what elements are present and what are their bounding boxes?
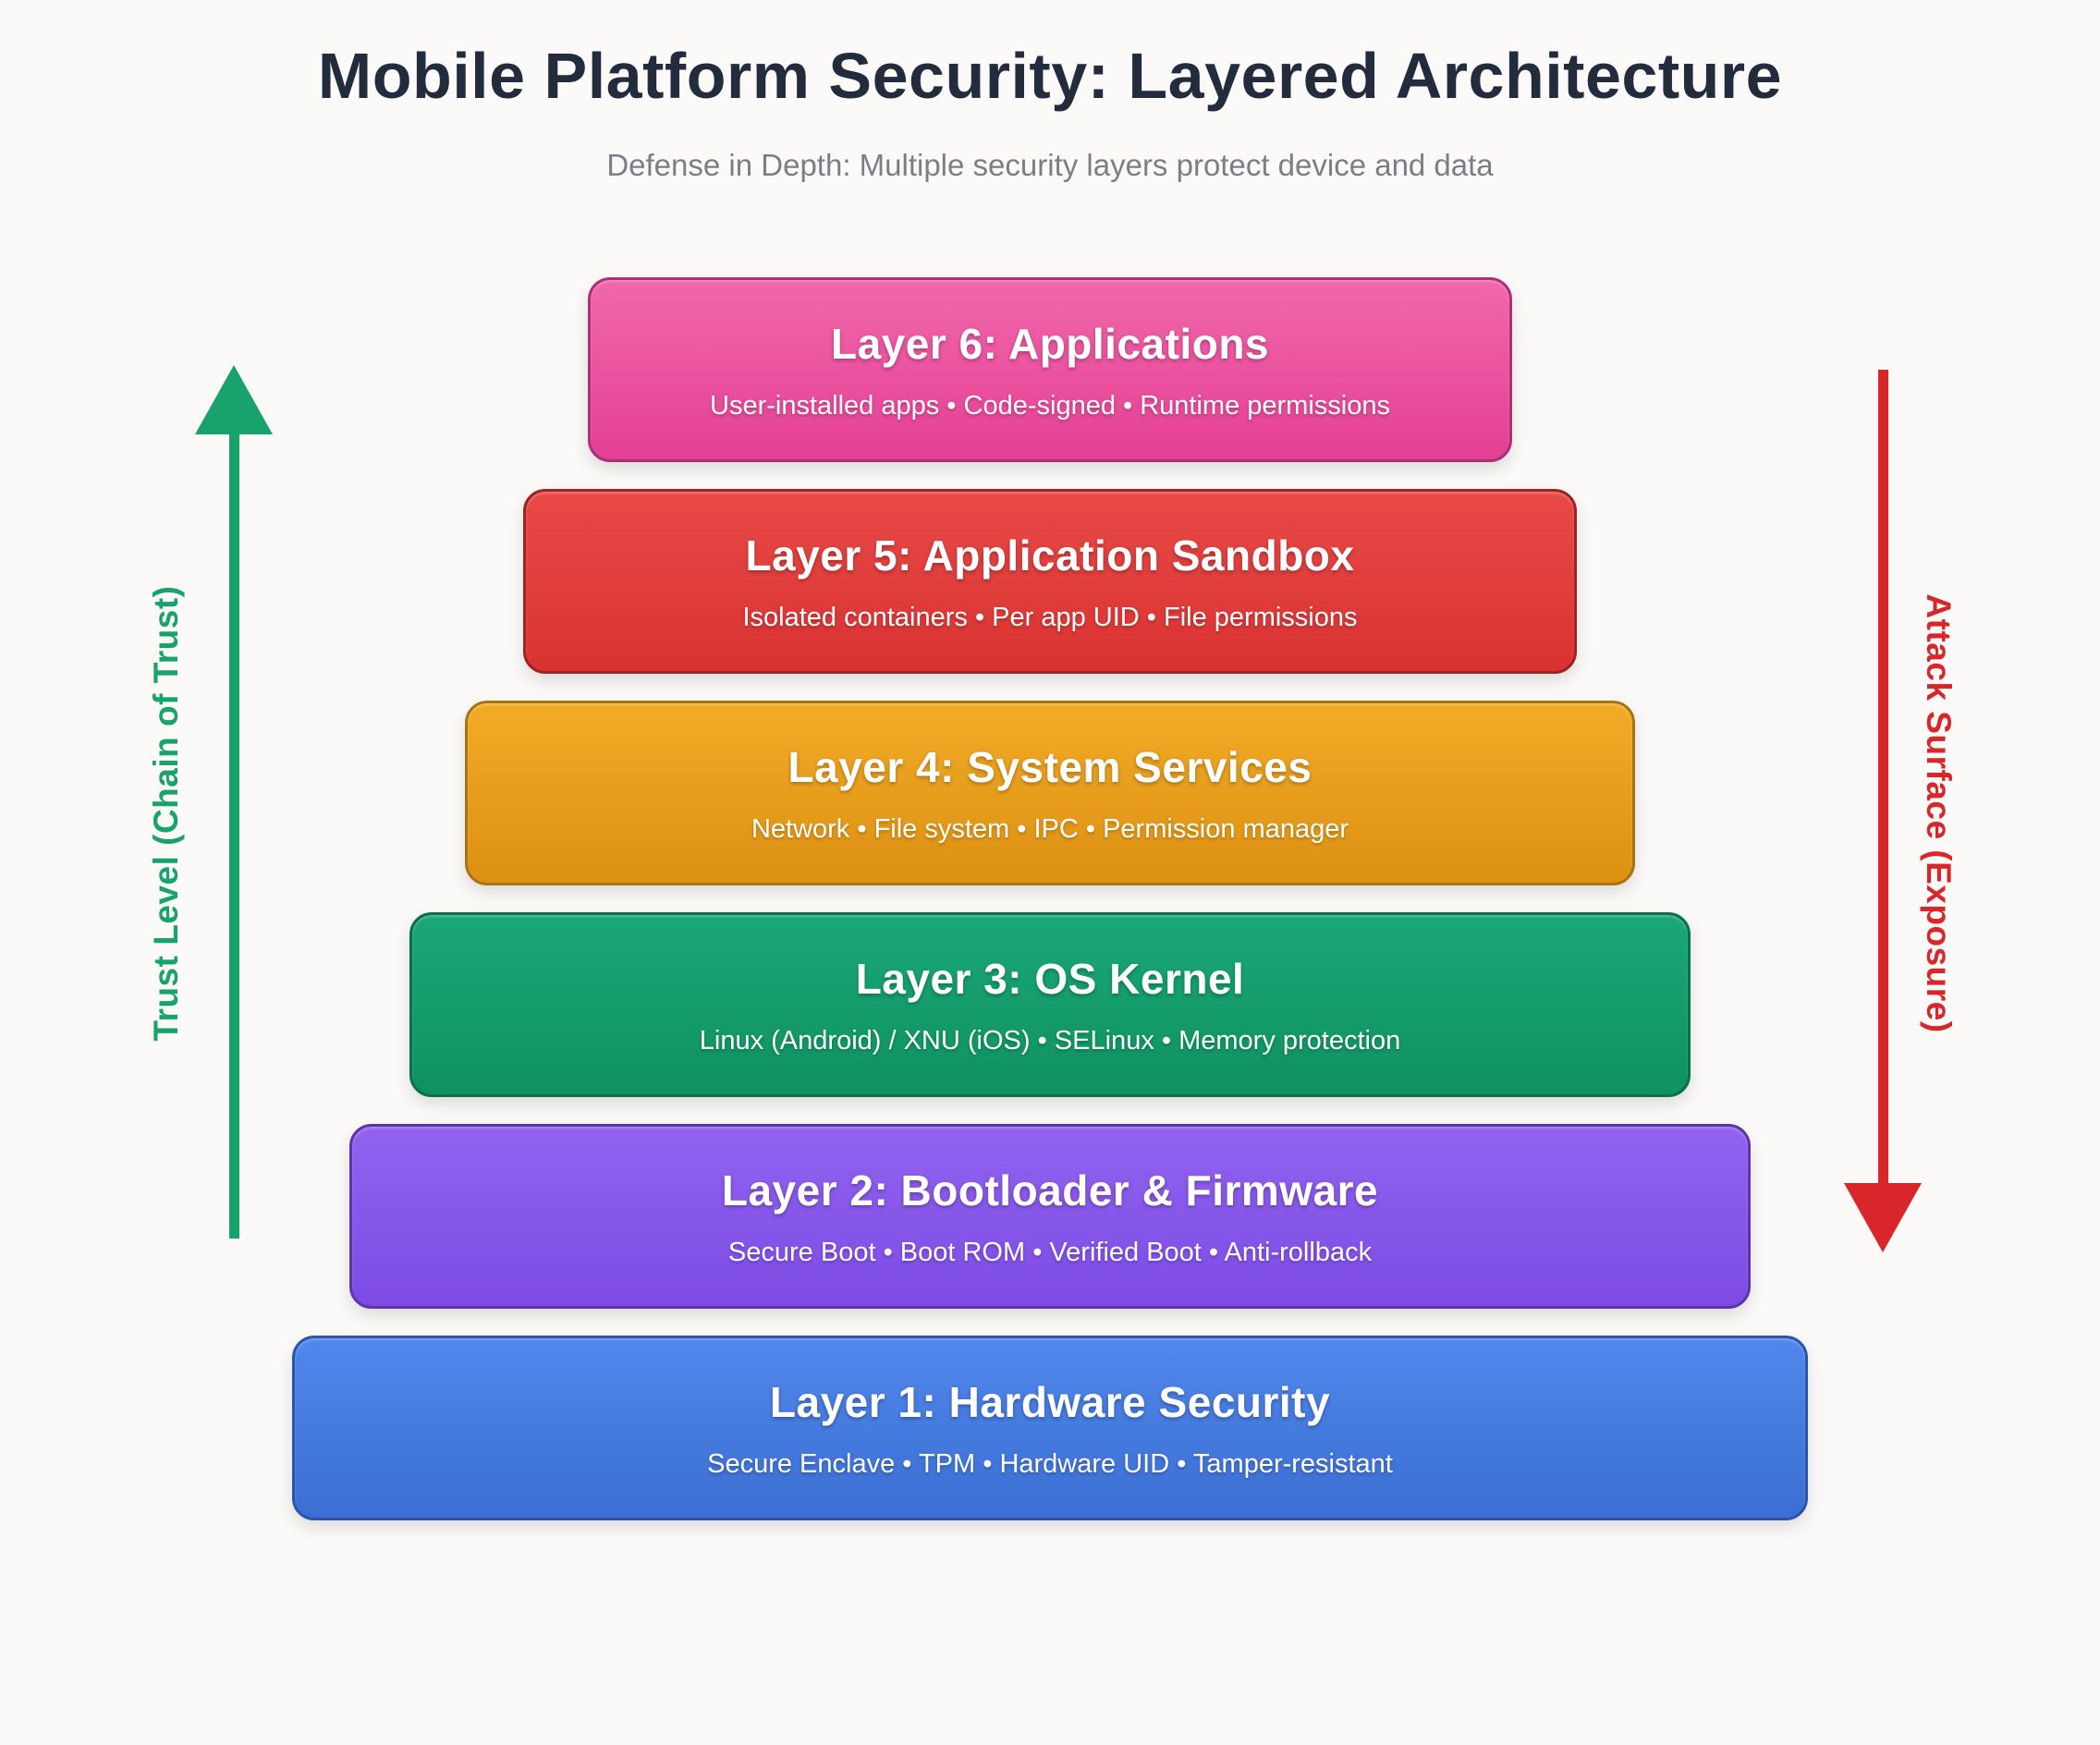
layer-1-hardware-security: Layer 1: Hardware Security Secure Enclav…	[292, 1336, 1808, 1520]
layer-details: Network • File system • IPC • Permission…	[751, 813, 1349, 844]
layer-details: Secure Boot • Boot ROM • Verified Boot •…	[727, 1237, 1373, 1267]
layer-title: Layer 2: Bootloader & Firmware	[721, 1165, 1379, 1214]
layer-details: Isolated containers • Per app UID • File…	[742, 602, 1358, 632]
page-title: Mobile Platform Security: Layered Archit…	[317, 40, 1783, 112]
layer-4-system-services: Layer 4: System Services Network • File …	[465, 701, 1635, 885]
layer-6-applications: Layer 6: Applications User-installed app…	[588, 277, 1512, 462]
layer-details: Linux (Android) / XNU (iOS) • SELinux • …	[699, 1025, 1401, 1056]
layer-title: Layer 1: Hardware Security	[769, 1377, 1331, 1426]
layer-title: Layer 6: Applications	[830, 319, 1270, 368]
layer-3-os-kernel: Layer 3: OS Kernel Linux (Android) / XNU…	[409, 912, 1691, 1097]
layer-title: Layer 4: System Services	[788, 742, 1312, 791]
layer-5-application-sandbox: Layer 5: Application Sandbox Isolated co…	[523, 489, 1577, 674]
page-subtitle: Defense in Depth: Multiple security laye…	[606, 148, 1494, 182]
trust-axis: Trust Level (Chain of Trust)	[0, 0, 296, 1745]
arrow-down-icon	[1844, 370, 1922, 1252]
layer-details: User-installed apps • Code-signed • Runt…	[710, 390, 1390, 421]
header: Mobile Platform Security: Layered Archit…	[0, 39, 2100, 183]
layer-title: Layer 5: Application Sandbox	[745, 531, 1355, 580]
arrow-up-icon	[195, 365, 273, 1239]
layer-stack: Layer 6: Applications User-installed app…	[0, 277, 2100, 1520]
attack-axis: Attack Surface (Exposure)	[1804, 0, 2100, 1745]
layer-title: Layer 3: OS Kernel	[855, 954, 1245, 1003]
layer-2-bootloader-firmware: Layer 2: Bootloader & Firmware Secure Bo…	[349, 1124, 1751, 1309]
layer-details: Secure Enclave • TPM • Hardware UID • Ta…	[707, 1448, 1393, 1479]
